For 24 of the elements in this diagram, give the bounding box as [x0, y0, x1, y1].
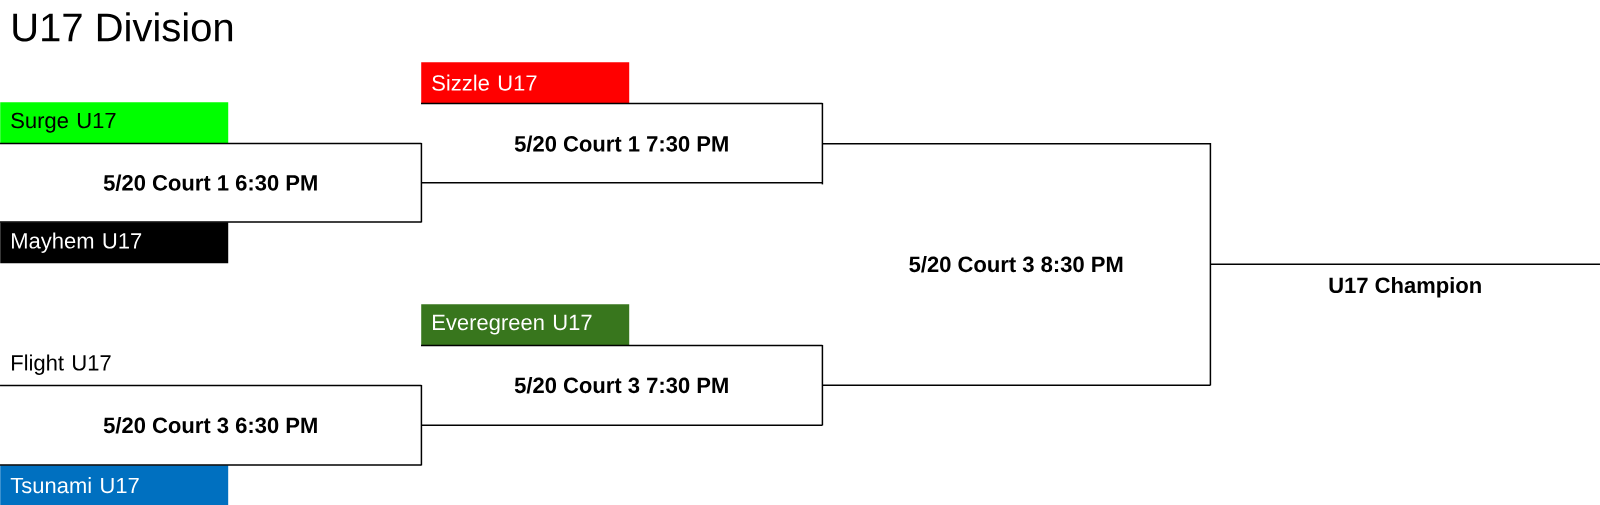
match-bracket: 5/20 Court 3 7:30 PM — [514, 344, 824, 427]
bracket-line — [0, 464, 423, 466]
team-label-bar: Sizzle U17 — [421, 62, 630, 104]
bracket-line — [0, 221, 423, 223]
bracket-line — [821, 142, 1212, 145]
bracket-line — [0, 142, 423, 145]
bracket-line — [420, 102, 824, 105]
bracket-line — [420, 424, 824, 426]
match-bracket: 5/20 Court 1 6:30 PM — [103, 142, 423, 224]
bracket-line — [1209, 263, 1600, 265]
champion-label: U17 Champion — [1329, 276, 1481, 298]
match-bracket: 5/20 Court 1 7:30 PM — [514, 102, 824, 186]
match-bracket: 5/20 Court 3 8:30 PM — [909, 142, 1212, 387]
match-bracket: 5/20 Court 3 6:30 PM — [103, 384, 423, 467]
bracket-line — [420, 344, 824, 347]
team-label: Flight U17 — [12, 354, 111, 375]
team-label-bar: Tsunami U17 — [0, 465, 229, 505]
title: U17 Division — [13, 12, 233, 42]
bracket-line — [420, 181, 824, 184]
team-label-bar: Surge U17 — [0, 102, 229, 144]
team-label-bar: Mayhem U17 — [0, 222, 229, 264]
bracket-line — [821, 384, 1212, 386]
bracket-line — [0, 384, 423, 387]
team-label-bar: Everegreen U17 — [421, 304, 630, 346]
